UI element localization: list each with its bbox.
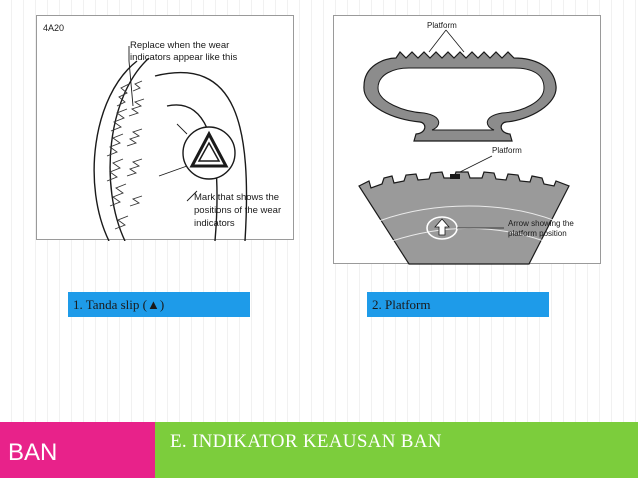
platform-figure: Platform Platform Arrow showing the plat… (333, 15, 601, 265)
tread-sector (358, 171, 570, 265)
caption-tanda-slip: 1. Tanda slip (▲) (68, 292, 250, 317)
callout-leaders (128, 46, 198, 202)
wear-indicator-figure: 4A20 (36, 15, 294, 241)
platform-arrow-icon (434, 218, 450, 236)
tread-pattern (106, 80, 145, 230)
tire-wear-illustration: 4A20 (43, 23, 281, 241)
callout-top-line2: indicators appear like this (130, 52, 237, 63)
tire-platform-illustration: Platform Platform Arrow showing the plat… (358, 21, 574, 265)
platform-marker (450, 174, 460, 179)
callout-bottom-line1: Mark that shows the (194, 192, 279, 203)
arrow-label-line2: platform position (508, 229, 567, 238)
tire-outer-edge (93, 60, 138, 241)
figure-code: 4A20 (43, 23, 64, 33)
slide-title: E. INDIKATOR KEAUSAN BAN (170, 431, 442, 452)
tire-inner-cavity (377, 67, 545, 131)
platform-top-leaders (428, 29, 465, 53)
arrow-label-line1: Arrow showing the (508, 219, 574, 228)
footer-section-block: BAN (0, 422, 155, 478)
callout-bottom-line2: positions of the wear (194, 205, 281, 216)
platform-label-mid: Platform (492, 146, 522, 155)
wear-mark-inner-triangle-icon (197, 141, 221, 162)
footer-title-block: E. INDIKATOR KEAUSAN BAN (155, 422, 638, 478)
tire-shoulder-edge (109, 57, 150, 241)
platform-label-top: Platform (427, 21, 457, 30)
tire-sidewall-edge (154, 71, 248, 241)
footer-section-label: BAN (8, 439, 58, 466)
callout-top-line1: Replace when the wear (130, 40, 229, 51)
platform-mid-leader (455, 155, 493, 175)
callout-bottom-line3: indicators (194, 218, 235, 229)
wear-mark-triangle-icon (189, 130, 229, 168)
caption-platform: 2. Platform (367, 292, 549, 317)
